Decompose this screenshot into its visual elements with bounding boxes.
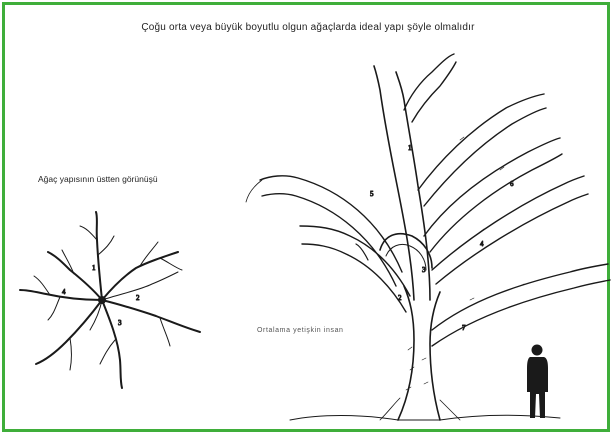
- svg-text:3: 3: [118, 319, 122, 327]
- svg-text:2: 2: [136, 294, 140, 302]
- side-view-tree-diagram: 1 2 3 4 5 6 7: [246, 54, 610, 420]
- svg-text:4: 4: [62, 288, 66, 296]
- svg-text:4: 4: [480, 240, 484, 248]
- top-view-branch-diagram: 4 3 1 2: [20, 212, 200, 388]
- svg-text:1: 1: [92, 264, 96, 272]
- svg-text:1: 1: [408, 144, 412, 152]
- svg-text:3: 3: [422, 266, 426, 274]
- svg-text:7: 7: [462, 324, 466, 332]
- svg-text:5: 5: [370, 190, 374, 198]
- human-scale-figure: [527, 345, 548, 419]
- svg-text:2: 2: [398, 294, 402, 302]
- svg-text:6: 6: [510, 180, 514, 188]
